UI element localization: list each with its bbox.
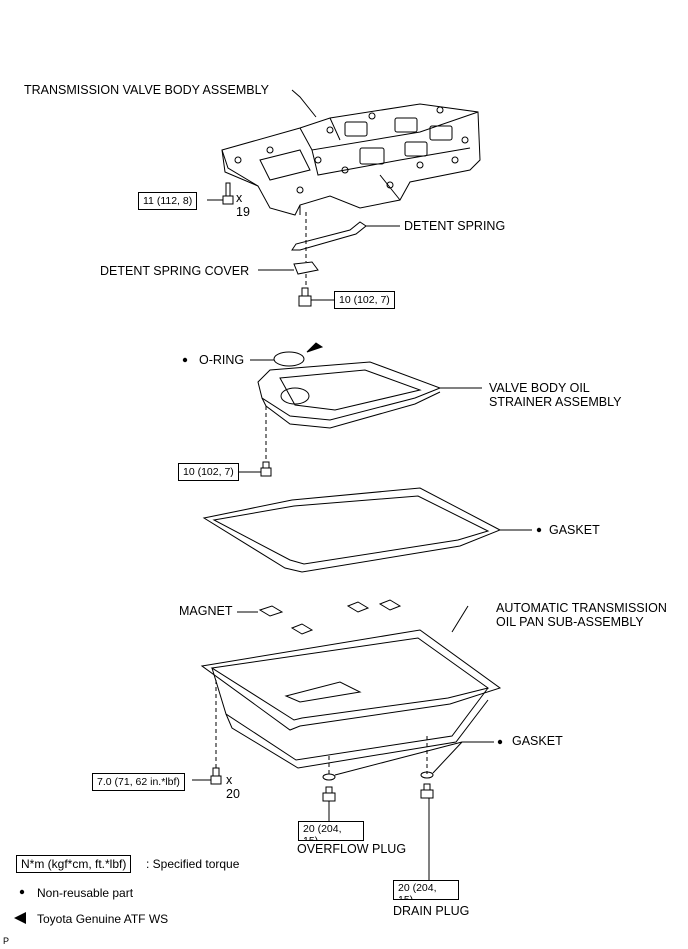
legend-torque-text: : Specified torque bbox=[146, 857, 240, 871]
detent-cover-drawing bbox=[258, 261, 319, 290]
label-valve-body: TRANSMISSION VALVE BODY ASSEMBLY bbox=[24, 83, 269, 97]
qty-times-valve-body: x bbox=[236, 191, 243, 205]
label-detent-spring: DETENT SPRING bbox=[404, 219, 506, 233]
oil-pan-drawing bbox=[200, 605, 502, 774]
torque-overflow-plug: 20 (204, 15) bbox=[298, 821, 364, 841]
oil-pan-bolt-drawing bbox=[192, 767, 222, 785]
nonreusable-bullet-icon bbox=[536, 527, 542, 533]
label-oil-pan-line1: AUTOMATIC TRANSMISSION bbox=[496, 601, 667, 615]
strainer-drawing bbox=[257, 361, 482, 464]
gasket-drawing bbox=[202, 487, 532, 573]
drain-gasket-drawing bbox=[420, 771, 434, 779]
torque-strainer-bolt: 10 (102, 7) bbox=[178, 463, 239, 481]
label-oil-pan-line2: OIL PAN SUB-ASSEMBLY bbox=[496, 615, 644, 629]
strainer-bolt-drawing bbox=[238, 461, 272, 477]
label-strainer-line2: STRAINER ASSEMBLY bbox=[489, 395, 622, 409]
label-detent-cover: DETENT SPRING COVER bbox=[100, 264, 250, 278]
overflow-gasket-drawing bbox=[322, 773, 336, 781]
o-ring-drawing bbox=[273, 351, 305, 367]
label-gasket-plugs: GASKET bbox=[512, 734, 563, 748]
valve-body-drawing bbox=[221, 89, 481, 216]
drain-plug-drawing bbox=[420, 783, 434, 882]
torque-oil-pan-bolt: 7.0 (71, 62 in.*lbf) bbox=[92, 773, 185, 791]
legend-torque-unit: N*m (kgf*cm, ft.*lbf) bbox=[16, 855, 132, 873]
valve-body-bolt-drawing bbox=[207, 182, 234, 205]
torque-valve-body-bolt: 11 (112, 8) bbox=[138, 192, 198, 210]
footer-code: P bbox=[3, 936, 10, 946]
detent-spring-drawing bbox=[291, 212, 400, 262]
legend-arrow-icon bbox=[14, 912, 26, 924]
torque-detent-bolt: 10 (102, 7) bbox=[334, 291, 395, 309]
nonreusable-bullet-icon bbox=[182, 357, 188, 363]
torque-drain-plug: 20 (204, 15) bbox=[393, 880, 459, 900]
qty-times-oil-pan: x bbox=[226, 773, 233, 787]
magnets-drawing bbox=[237, 599, 402, 635]
qty-valve-body-bolts: 19 bbox=[236, 205, 250, 219]
label-overflow-plug: OVERFLOW PLUG bbox=[297, 842, 407, 856]
legend-nonreusable: Non-reusable part bbox=[37, 886, 134, 900]
atf-arrow-icon bbox=[306, 342, 324, 353]
legend-atf: Toyota Genuine ATF WS bbox=[37, 912, 169, 926]
legend-bullet-icon bbox=[19, 889, 25, 895]
nonreusable-bullet-icon bbox=[497, 739, 503, 745]
overflow-plug-drawing bbox=[322, 786, 336, 823]
detent-bolt-drawing bbox=[298, 287, 334, 307]
label-gasket: GASKET bbox=[549, 523, 600, 537]
qty-oil-pan-bolts: 20 bbox=[226, 787, 240, 801]
label-magnet: MAGNET bbox=[179, 604, 233, 618]
label-strainer-line1: VALVE BODY OIL bbox=[489, 381, 590, 395]
label-drain-plug: DRAIN PLUG bbox=[393, 904, 470, 918]
label-o-ring: O-RING bbox=[199, 353, 245, 367]
